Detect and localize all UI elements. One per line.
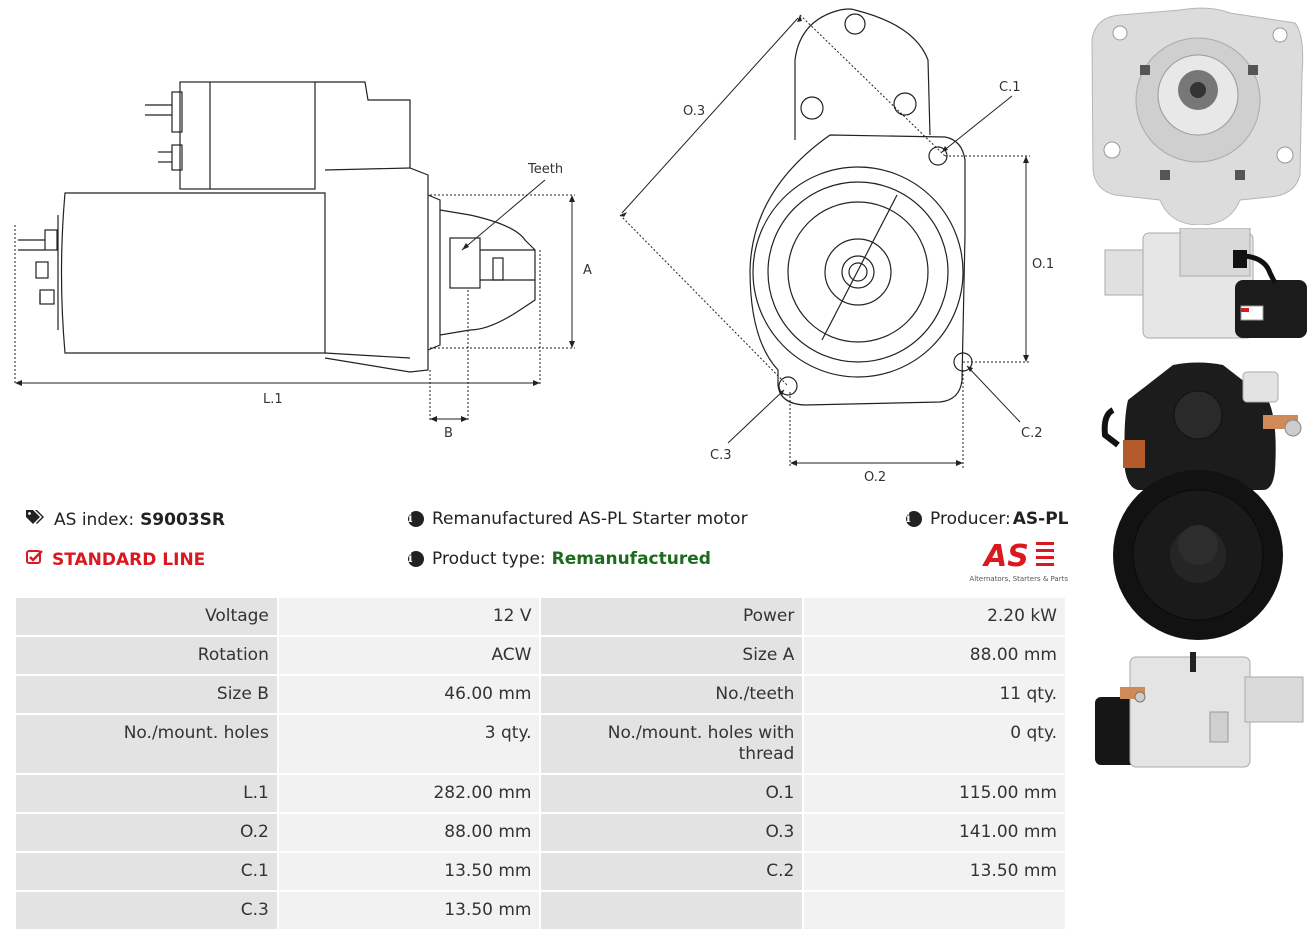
spec-label: C.1: [16, 853, 277, 890]
dim-l1-label: L.1: [263, 392, 283, 407]
dim-o1-label: O.1: [1032, 257, 1054, 272]
spec-value: 3 qty.: [278, 715, 540, 773]
spec-label: C.3: [16, 892, 277, 929]
spec-value: ACW: [278, 637, 540, 674]
spec-label: Size B: [16, 676, 277, 713]
standard-line-label: STANDARD LINE: [52, 549, 206, 570]
svg-text:AS: AS: [982, 539, 1029, 570]
spec-label: Power: [541, 598, 803, 635]
front-view-drawing: O.3 C.1 O.1 C.2 C.3 O.2: [619, 8, 1054, 485]
dim-o3-label: O.3: [683, 104, 705, 119]
dim-c3-label: C.3: [710, 448, 731, 463]
spec-value: 282.00 mm: [278, 775, 540, 812]
dim-a-label: A: [583, 263, 592, 278]
spec-value: 13.50 mm: [278, 853, 540, 890]
spec-label: No./mount. holes with thread: [541, 715, 803, 773]
as-index-value: S9003SR: [140, 509, 225, 530]
producer-row: i Producer: AS-PL: [906, 509, 1069, 529]
info-icon: i: [408, 551, 424, 567]
spec-value: 141.00 mm: [804, 814, 1065, 851]
producer-label: Producer:: [930, 509, 1011, 529]
logo-tagline: Alternators, Starters & Parts: [969, 575, 1068, 583]
description-row: i Remanufactured AS-PL Starter motor: [408, 509, 748, 529]
product-photo-rear: [1101, 362, 1302, 640]
producer-value: AS-PL: [1012, 509, 1069, 529]
spec-label: L.1: [16, 775, 277, 812]
product-type-value: Remanufactured: [551, 549, 711, 569]
as-logo-mark: AS: [982, 539, 1054, 574]
as-index-label: AS index:: [54, 509, 135, 530]
spec-label: Size A: [541, 637, 803, 674]
product-type-row: i Product type: Remanufactured: [408, 549, 711, 569]
spec-label: Rotation: [16, 637, 277, 674]
dim-c2-label: C.2: [1021, 426, 1042, 441]
product-description: Remanufactured AS-PL Starter motor: [432, 509, 748, 529]
checkbox-checked-icon: [26, 549, 44, 570]
side-view-drawing: Teeth A B L.1: [14, 81, 592, 441]
dim-o2-label: O.2: [864, 470, 886, 485]
as-pl-logo: AS Alternators, Starters & Parts: [966, 538, 1068, 583]
as-index-row: AS index: S9003SR: [26, 509, 225, 530]
spec-label: No./mount. holes: [16, 715, 277, 773]
spec-label: [541, 892, 803, 929]
spec-label: O.2: [16, 814, 277, 851]
teeth-label: Teeth: [527, 162, 563, 177]
spec-value: 13.50 mm: [278, 892, 540, 929]
spec-value: 115.00 mm: [804, 775, 1065, 812]
dim-c1-label: C.1: [999, 80, 1020, 95]
info-icon: i: [906, 511, 922, 527]
spec-value: 12 V: [278, 598, 540, 635]
spec-value: 11 qty.: [804, 676, 1065, 713]
product-type-label: Product type:: [432, 549, 546, 569]
spec-value: [804, 892, 1065, 929]
product-photo-side-2: [1095, 652, 1304, 768]
spec-value: 13.50 mm: [804, 853, 1065, 890]
spec-value: 2.20 kW: [804, 598, 1065, 635]
spec-label: O.3: [541, 814, 803, 851]
dim-b-label: B: [444, 426, 453, 441]
spec-label: Voltage: [16, 598, 277, 635]
product-photo-front: [1091, 7, 1304, 225]
spec-value: 46.00 mm: [278, 676, 540, 713]
standard-line-row: STANDARD LINE: [26, 549, 205, 570]
info-icon: i: [408, 511, 424, 527]
spec-value: 88.00 mm: [278, 814, 540, 851]
spec-value: 0 qty.: [804, 715, 1065, 773]
product-photo-side: [1104, 228, 1307, 339]
spec-value: 88.00 mm: [804, 637, 1065, 674]
spec-label: O.1: [541, 775, 803, 812]
tags-icon: [26, 509, 46, 530]
spec-label: No./teeth: [541, 676, 803, 713]
spec-label: C.2: [541, 853, 803, 890]
